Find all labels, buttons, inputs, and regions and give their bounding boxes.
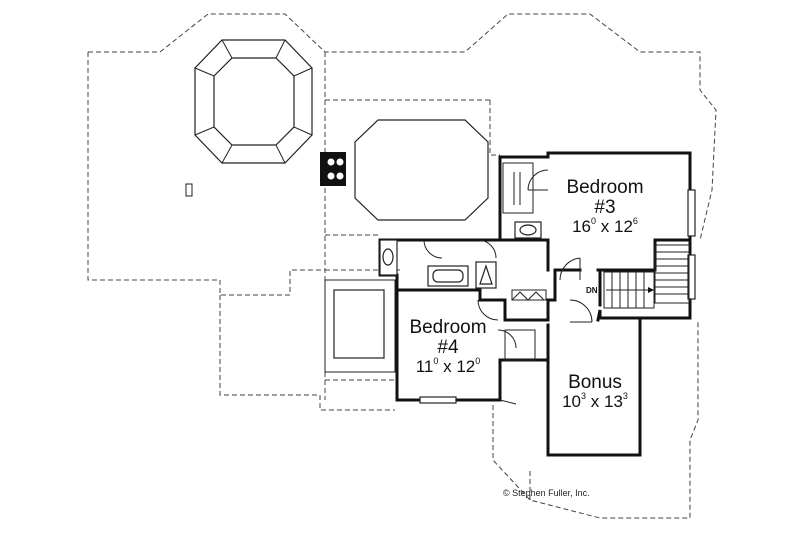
- windows: [419, 189, 696, 404]
- bedroom3-label: Bedroom #3 160 x 126: [550, 178, 660, 236]
- bedroom3-dimensions: 160 x 126: [572, 215, 638, 236]
- bonus-name: Bonus: [568, 372, 622, 393]
- bonus-label: Bonus 103 x 133: [545, 373, 645, 411]
- octagon-skylight-left: [194, 39, 313, 164]
- skylight-rect: [324, 279, 396, 373]
- staircase: [603, 244, 690, 309]
- stair-down-label: DN: [586, 286, 598, 295]
- roof-vent: [185, 183, 193, 197]
- bedroom3-number: #3: [594, 196, 616, 218]
- doors: [423, 169, 593, 405]
- bath-fixtures: [379, 162, 547, 361]
- bedroom4-dimensions: 110 x 120: [415, 355, 481, 376]
- roof-outline: [87, 13, 717, 519]
- bedroom3-name: Bedroom: [566, 177, 644, 198]
- octagon-skylight-center: [354, 119, 489, 221]
- bedroom4-number: #4: [437, 336, 459, 358]
- bonus-dimensions: 103 x 133: [562, 390, 628, 411]
- bedroom4-label: Bedroom #4 110 x 120: [398, 318, 498, 376]
- bedroom4-name: Bedroom: [409, 317, 487, 338]
- copyright-text: © Stephen Fuller, Inc.: [503, 488, 590, 498]
- chimney: [320, 152, 346, 186]
